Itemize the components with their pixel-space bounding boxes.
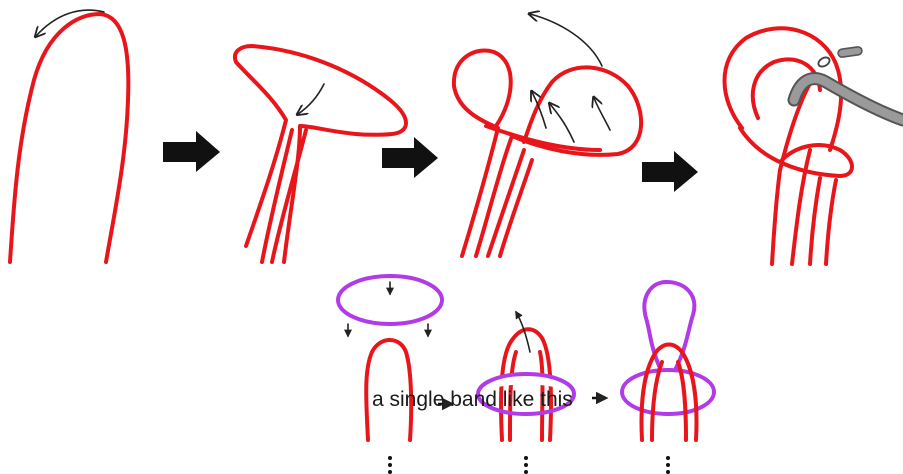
small-arrow-icon [594,98,611,131]
curved-arrow-icon [36,9,105,36]
band-step-1 [336,274,444,474]
band-step-2 [473,310,579,474]
ellipsis-icon [666,456,670,474]
band-step-3 [620,280,716,474]
ellipsis-icon [524,456,528,474]
step-arrow-icon [382,137,438,178]
panel-3-strand [451,14,643,258]
panel-2-strand [233,44,408,264]
small-arrow-icon [515,310,531,353]
step-arrow-icon [163,131,220,172]
panel-4-strand [722,26,903,266]
small-arrow-icon [532,92,547,129]
caption-text: a single band like this [372,388,573,411]
pencil-icon [787,46,903,127]
curved-arrow-icon [298,83,325,114]
curved-arrow-icon [530,14,603,67]
step-arrow-icon [642,151,698,192]
small-arrow-icon [550,104,575,143]
ellipsis-icon [388,456,392,474]
panel-1-strand [8,9,131,264]
